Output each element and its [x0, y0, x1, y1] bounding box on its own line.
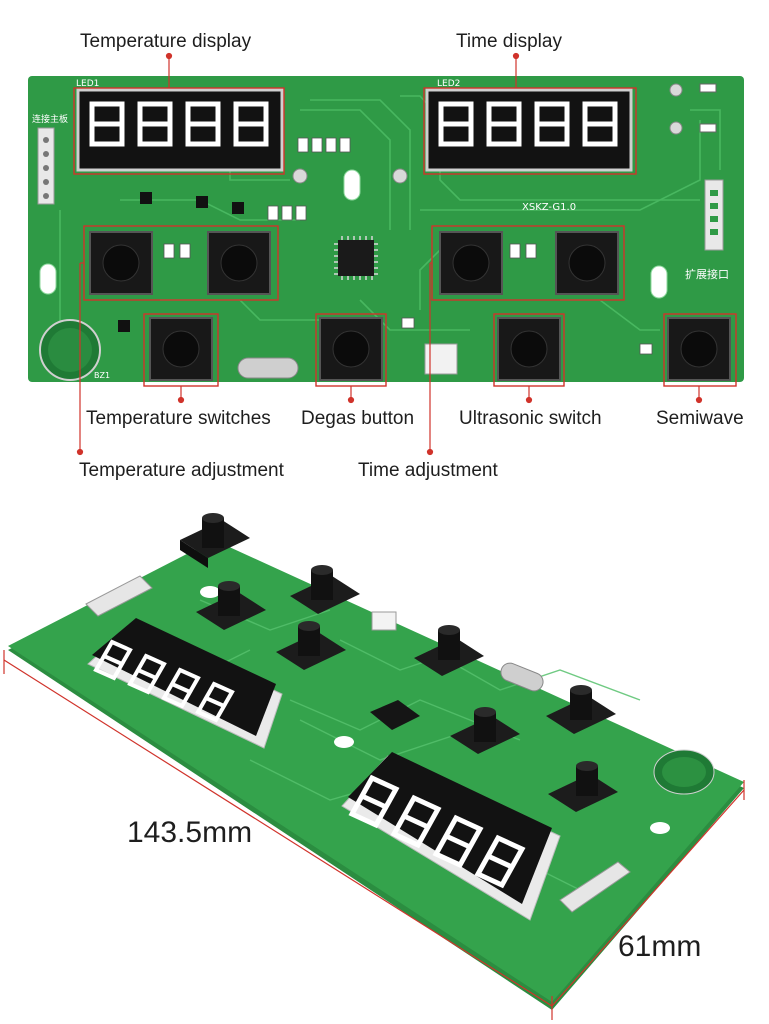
- callout-time-adjustment: Time adjustment: [358, 460, 498, 481]
- button-k2: [149, 317, 213, 381]
- callout-temperature-switches: Temperature switches: [86, 408, 271, 429]
- perspective-button-1: [180, 513, 250, 568]
- perspective-led2-display: [87, 618, 283, 749]
- resistor-r13: [699, 123, 717, 133]
- perspective-buzzer-inner: [662, 757, 706, 787]
- led2-label: LED2: [437, 79, 460, 89]
- resistor-r12: [699, 83, 717, 93]
- main-board-connector-label: 连接主板: [32, 113, 68, 125]
- led1-digits: [89, 101, 269, 147]
- dimension-width-label: 61mm: [618, 930, 702, 963]
- connector-pins-left: [43, 137, 49, 199]
- button-k7: [555, 231, 619, 295]
- button-k1: [89, 231, 153, 295]
- perspective-led1-display: [341, 752, 561, 921]
- pcb-traces: [59, 95, 721, 361]
- callout-box-semiwave: [663, 313, 737, 387]
- perspective-header-connectors: [85, 575, 631, 913]
- callout-time-display: Time display: [456, 31, 562, 52]
- indicator-led-d6: [669, 121, 683, 135]
- buzzer-label: BZ1: [94, 371, 110, 380]
- perspective-button-8: [548, 761, 618, 812]
- top-board-illustration: LED1 LED2 XSKZ-G1.0 连接主板 扩展接口 BZ1: [28, 52, 744, 456]
- mcu-pins: [334, 236, 378, 280]
- crystal-oscillator: [237, 357, 299, 379]
- perspective-hole-1: [200, 586, 220, 598]
- dimension-lines: [3, 650, 745, 1020]
- mounting-slot-right: [650, 265, 668, 299]
- dimension-line-width: [551, 789, 745, 1007]
- perspective-white-connector: [371, 611, 397, 631]
- dimension-line-length: [3, 659, 553, 1007]
- connector-pins-right: [710, 190, 718, 235]
- tact-buttons: [89, 231, 731, 381]
- perspective-buttons: [180, 513, 618, 812]
- led1-label: LED1: [76, 79, 99, 89]
- indicator-led-d7: [669, 83, 683, 97]
- callout-temperature-adjustment: Temperature adjustment: [79, 460, 284, 481]
- callout-box-time-display: [423, 87, 637, 175]
- model-label: XSKZ-G1.0: [522, 202, 576, 213]
- transistors: [118, 192, 244, 332]
- buzzer-inner: [48, 328, 92, 372]
- expansion-port-label: 扩展接口: [685, 267, 729, 281]
- callout-box-temperature-display: [73, 87, 285, 175]
- perspective-button-5: [414, 625, 484, 676]
- perspective-button-7: [546, 685, 616, 734]
- button-semiwave: [667, 317, 731, 381]
- callout-semiwave: Semiwave: [656, 408, 744, 429]
- button-k3: [207, 231, 271, 295]
- callout-degas-button: Degas button: [301, 408, 415, 429]
- led2-digits: [438, 101, 618, 147]
- expansion-connector: [704, 179, 724, 251]
- perspective-hole-2: [334, 736, 354, 748]
- button-degas: [319, 317, 383, 381]
- perspective-button-2: [290, 565, 360, 614]
- callout-temperature-display: Temperature display: [80, 31, 252, 52]
- button-k6: [439, 231, 503, 295]
- perspective-button-6: [450, 707, 520, 754]
- dimension-length-label: 143.5mm: [127, 816, 253, 849]
- callout-ultrasonic-switch: Ultrasonic switch: [459, 408, 602, 429]
- mounting-slot-left: [39, 263, 57, 295]
- perspective-crystal: [500, 662, 544, 692]
- perspective-mcu-chip: [370, 700, 420, 730]
- smd-components: [163, 137, 653, 355]
- perspective-button-3: [196, 581, 266, 630]
- perspective-button-4: [276, 621, 346, 670]
- indicator-led-d4: [292, 168, 308, 184]
- callout-leaders: [76, 52, 703, 456]
- mcu-chip: [338, 240, 374, 276]
- mounting-slot-center: [343, 169, 361, 201]
- button-k5: [497, 317, 561, 381]
- perspective-hole-3: [650, 822, 670, 834]
- indicator-led-d3: [392, 168, 408, 184]
